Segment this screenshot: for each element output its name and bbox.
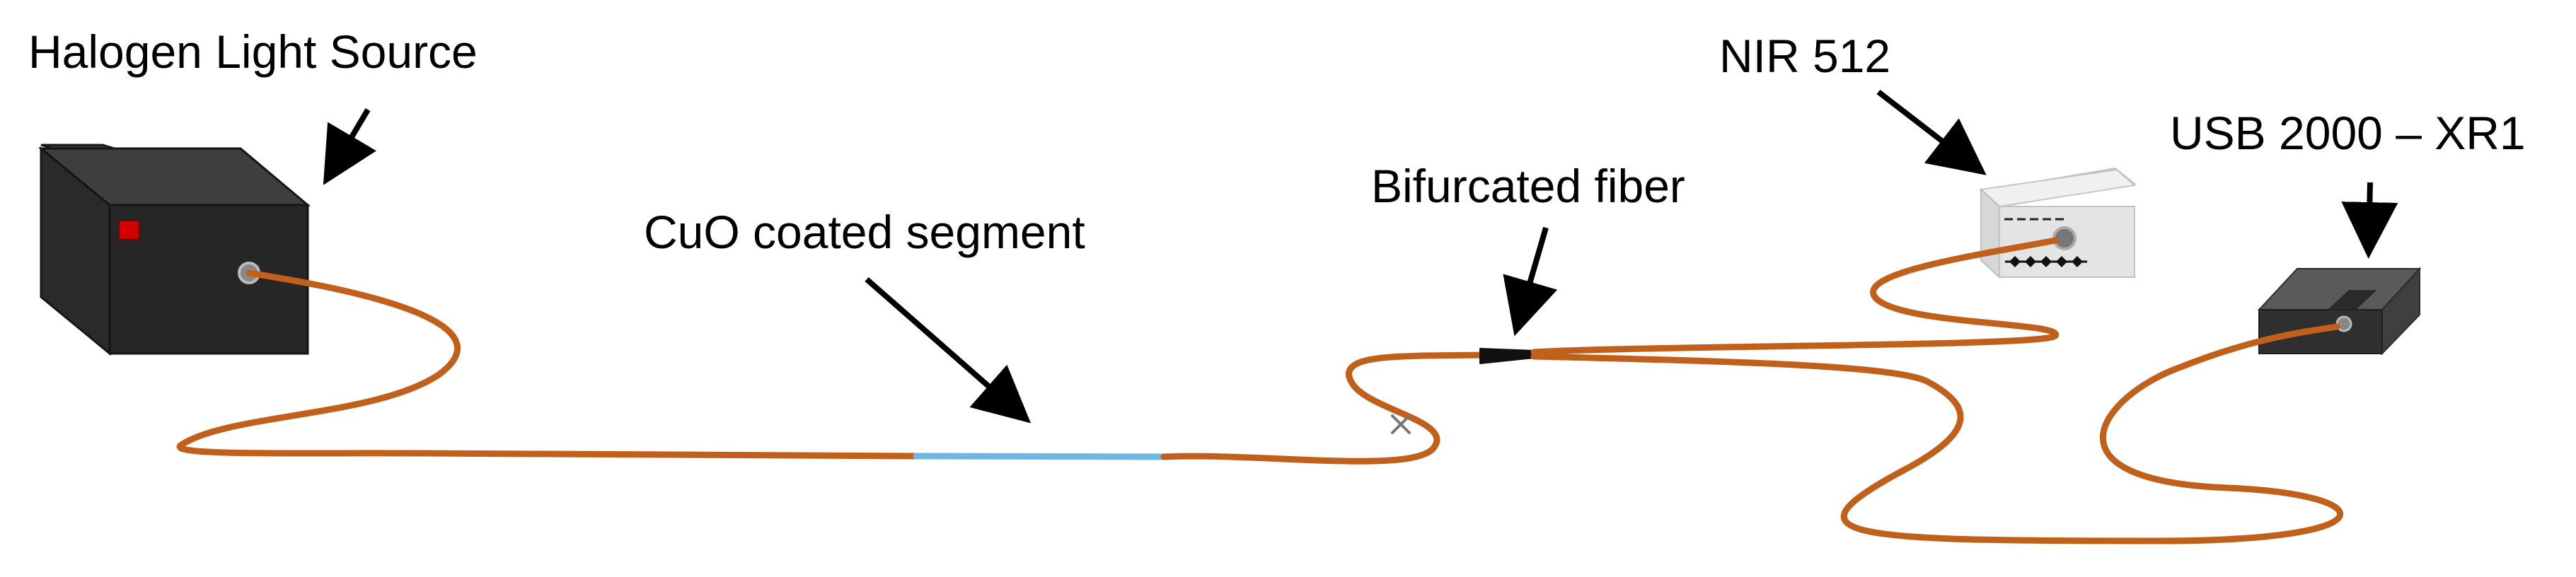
nir-512-connector-row <box>2005 256 2087 267</box>
bifurcation-junction <box>1479 348 1535 364</box>
fiber-branch-to-usb-2000 <box>1530 323 2343 544</box>
usb-2000-xr1-box <box>2257 267 2422 356</box>
halogen-light-source-box <box>37 144 311 356</box>
arrow-to-nir-512 <box>1876 89 1987 175</box>
label-nir-512: NIR 512 <box>1719 30 1891 82</box>
label-usb-2000-xr1: USB 2000 – XR1 <box>2170 107 2526 159</box>
arrow-to-coated-segment <box>865 276 1032 424</box>
fiber-coated-segment-to-bifurcation <box>1160 351 1489 465</box>
arrow-to-bifurcation <box>1503 226 1558 337</box>
label-halogen-light-source: Halogen Light Source <box>28 25 478 78</box>
label-cuo-coated-segment: CuO coated segment <box>644 206 1085 258</box>
fiber-coupler-mark <box>1391 414 1411 434</box>
arrow-to-halogen <box>323 107 377 185</box>
arrow-to-usb-2000 <box>2341 182 2398 259</box>
annotation-arrows <box>323 89 2398 424</box>
nir-512-box <box>1979 167 2137 279</box>
red-indicator-light <box>118 220 139 240</box>
fiber-halogen-to-coated-segment <box>176 269 920 460</box>
fiber-optic-cables <box>176 237 2343 544</box>
label-bifurcated-fiber: Bifurcated fiber <box>1371 160 1685 212</box>
fiber-branch-to-nir-512 <box>1530 237 2059 356</box>
cuo-coated-segment <box>913 453 1167 460</box>
